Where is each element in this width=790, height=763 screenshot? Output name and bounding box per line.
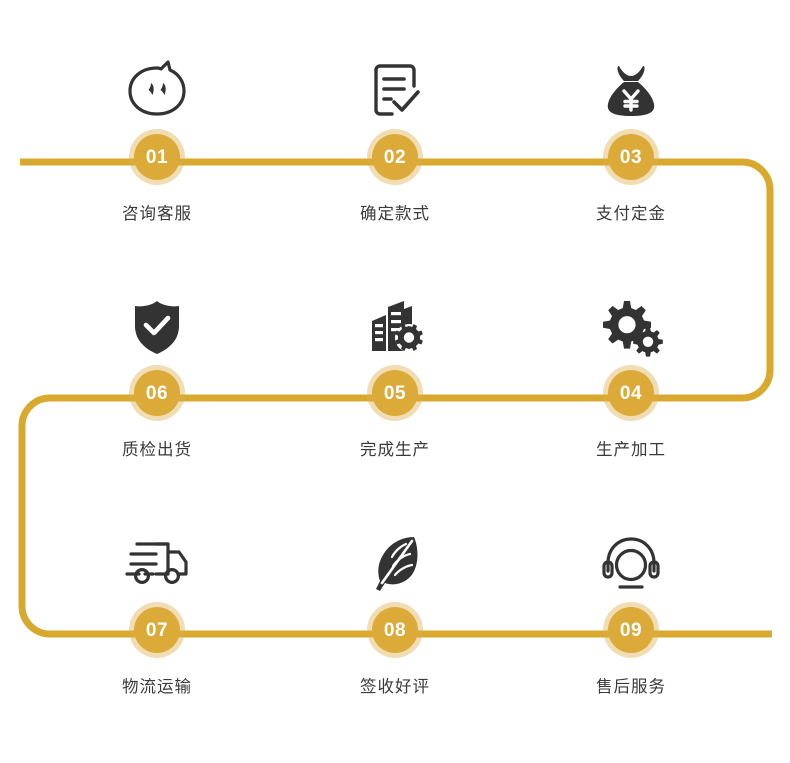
step-number: 02 — [383, 146, 407, 168]
step-02[interactable]: 02 确定款式 — [315, 48, 475, 224]
step-08[interactable]: 08 签收好评 — [315, 521, 475, 697]
step-label: 生产加工 — [596, 441, 666, 459]
step-label: 签收好评 — [360, 678, 430, 696]
step-number: 07 — [145, 619, 169, 641]
step-07[interactable]: 07 物流运输 — [77, 521, 237, 697]
step-label: 完成生产 — [360, 441, 430, 459]
step-badge[interactable]: 06 — [134, 370, 180, 416]
speech-bubble-icon — [77, 48, 237, 134]
step-01[interactable]: 01 咨询客服 — [77, 48, 237, 224]
step-badge[interactable]: 04 — [608, 370, 654, 416]
step-badge[interactable]: 07 — [134, 607, 180, 653]
gears-icon — [551, 284, 711, 370]
money-bag-yuan-icon — [551, 48, 711, 134]
step-badge[interactable]: 08 — [372, 607, 418, 653]
step-number: 04 — [619, 382, 643, 404]
step-number: 03 — [619, 146, 643, 168]
step-label: 物流运输 — [122, 678, 192, 696]
step-badge[interactable]: 03 — [608, 134, 654, 180]
step-label: 支付定金 — [596, 205, 666, 223]
checklist-document-icon — [315, 48, 475, 134]
step-04[interactable]: 04 生产加工 — [551, 284, 711, 460]
step-09[interactable]: 09 售后服务 — [551, 521, 711, 697]
step-label: 确定款式 — [360, 205, 430, 223]
delivery-truck-icon — [77, 521, 237, 607]
step-badge[interactable]: 05 — [372, 370, 418, 416]
step-number: 08 — [383, 619, 407, 641]
headset-icon — [551, 521, 711, 607]
step-03[interactable]: 03 支付定金 — [551, 48, 711, 224]
step-label: 质检出货 — [122, 441, 192, 459]
step-label: 售后服务 — [596, 678, 666, 696]
step-number: 06 — [145, 382, 169, 404]
step-label: 咨询客服 — [122, 205, 192, 223]
step-badge[interactable]: 01 — [134, 134, 180, 180]
step-05[interactable]: 05 完成生产 — [315, 284, 475, 460]
shield-check-icon — [77, 284, 237, 370]
step-badge[interactable]: 02 — [372, 134, 418, 180]
step-06[interactable]: 06 质检出货 — [77, 284, 237, 460]
feather-quill-icon — [315, 521, 475, 607]
step-number: 05 — [383, 382, 407, 404]
step-number: 09 — [619, 619, 643, 641]
step-number: 01 — [145, 146, 169, 168]
step-badge[interactable]: 09 — [608, 607, 654, 653]
factory-gear-icon — [315, 284, 475, 370]
